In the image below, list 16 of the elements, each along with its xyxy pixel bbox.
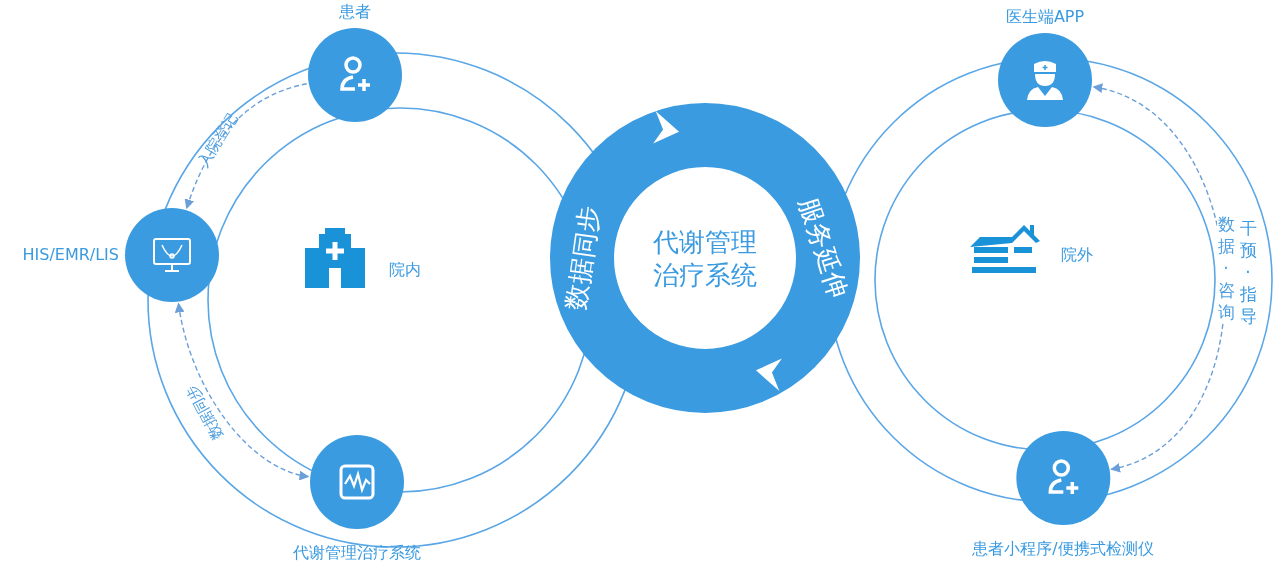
node-label: HIS/EMR/LIS (22, 245, 119, 265)
ring-label: 服务延伸 (791, 193, 855, 303)
node-label: 患者 (339, 2, 371, 22)
region-label: 院内 (389, 259, 421, 281)
dashed-arrow (184, 83, 308, 210)
annotation-text: 干预·指导 (1239, 216, 1257, 328)
node-label: 患者小程序/便携式检测仪 (972, 539, 1154, 559)
node-label: 代谢管理治疗系统 (293, 543, 421, 563)
edge-label: 入院登记 (194, 109, 242, 171)
ring-label: 数据同步 (559, 204, 606, 312)
node-label: 医生端APP (1005, 7, 1085, 27)
dashed-arrow (175, 302, 310, 480)
region-label: 院外 (1061, 244, 1093, 266)
edge-label: 数据同步 (182, 381, 228, 443)
dashed-arrow (1092, 84, 1226, 471)
center-title: 代谢管理治疗系统 (652, 225, 758, 291)
